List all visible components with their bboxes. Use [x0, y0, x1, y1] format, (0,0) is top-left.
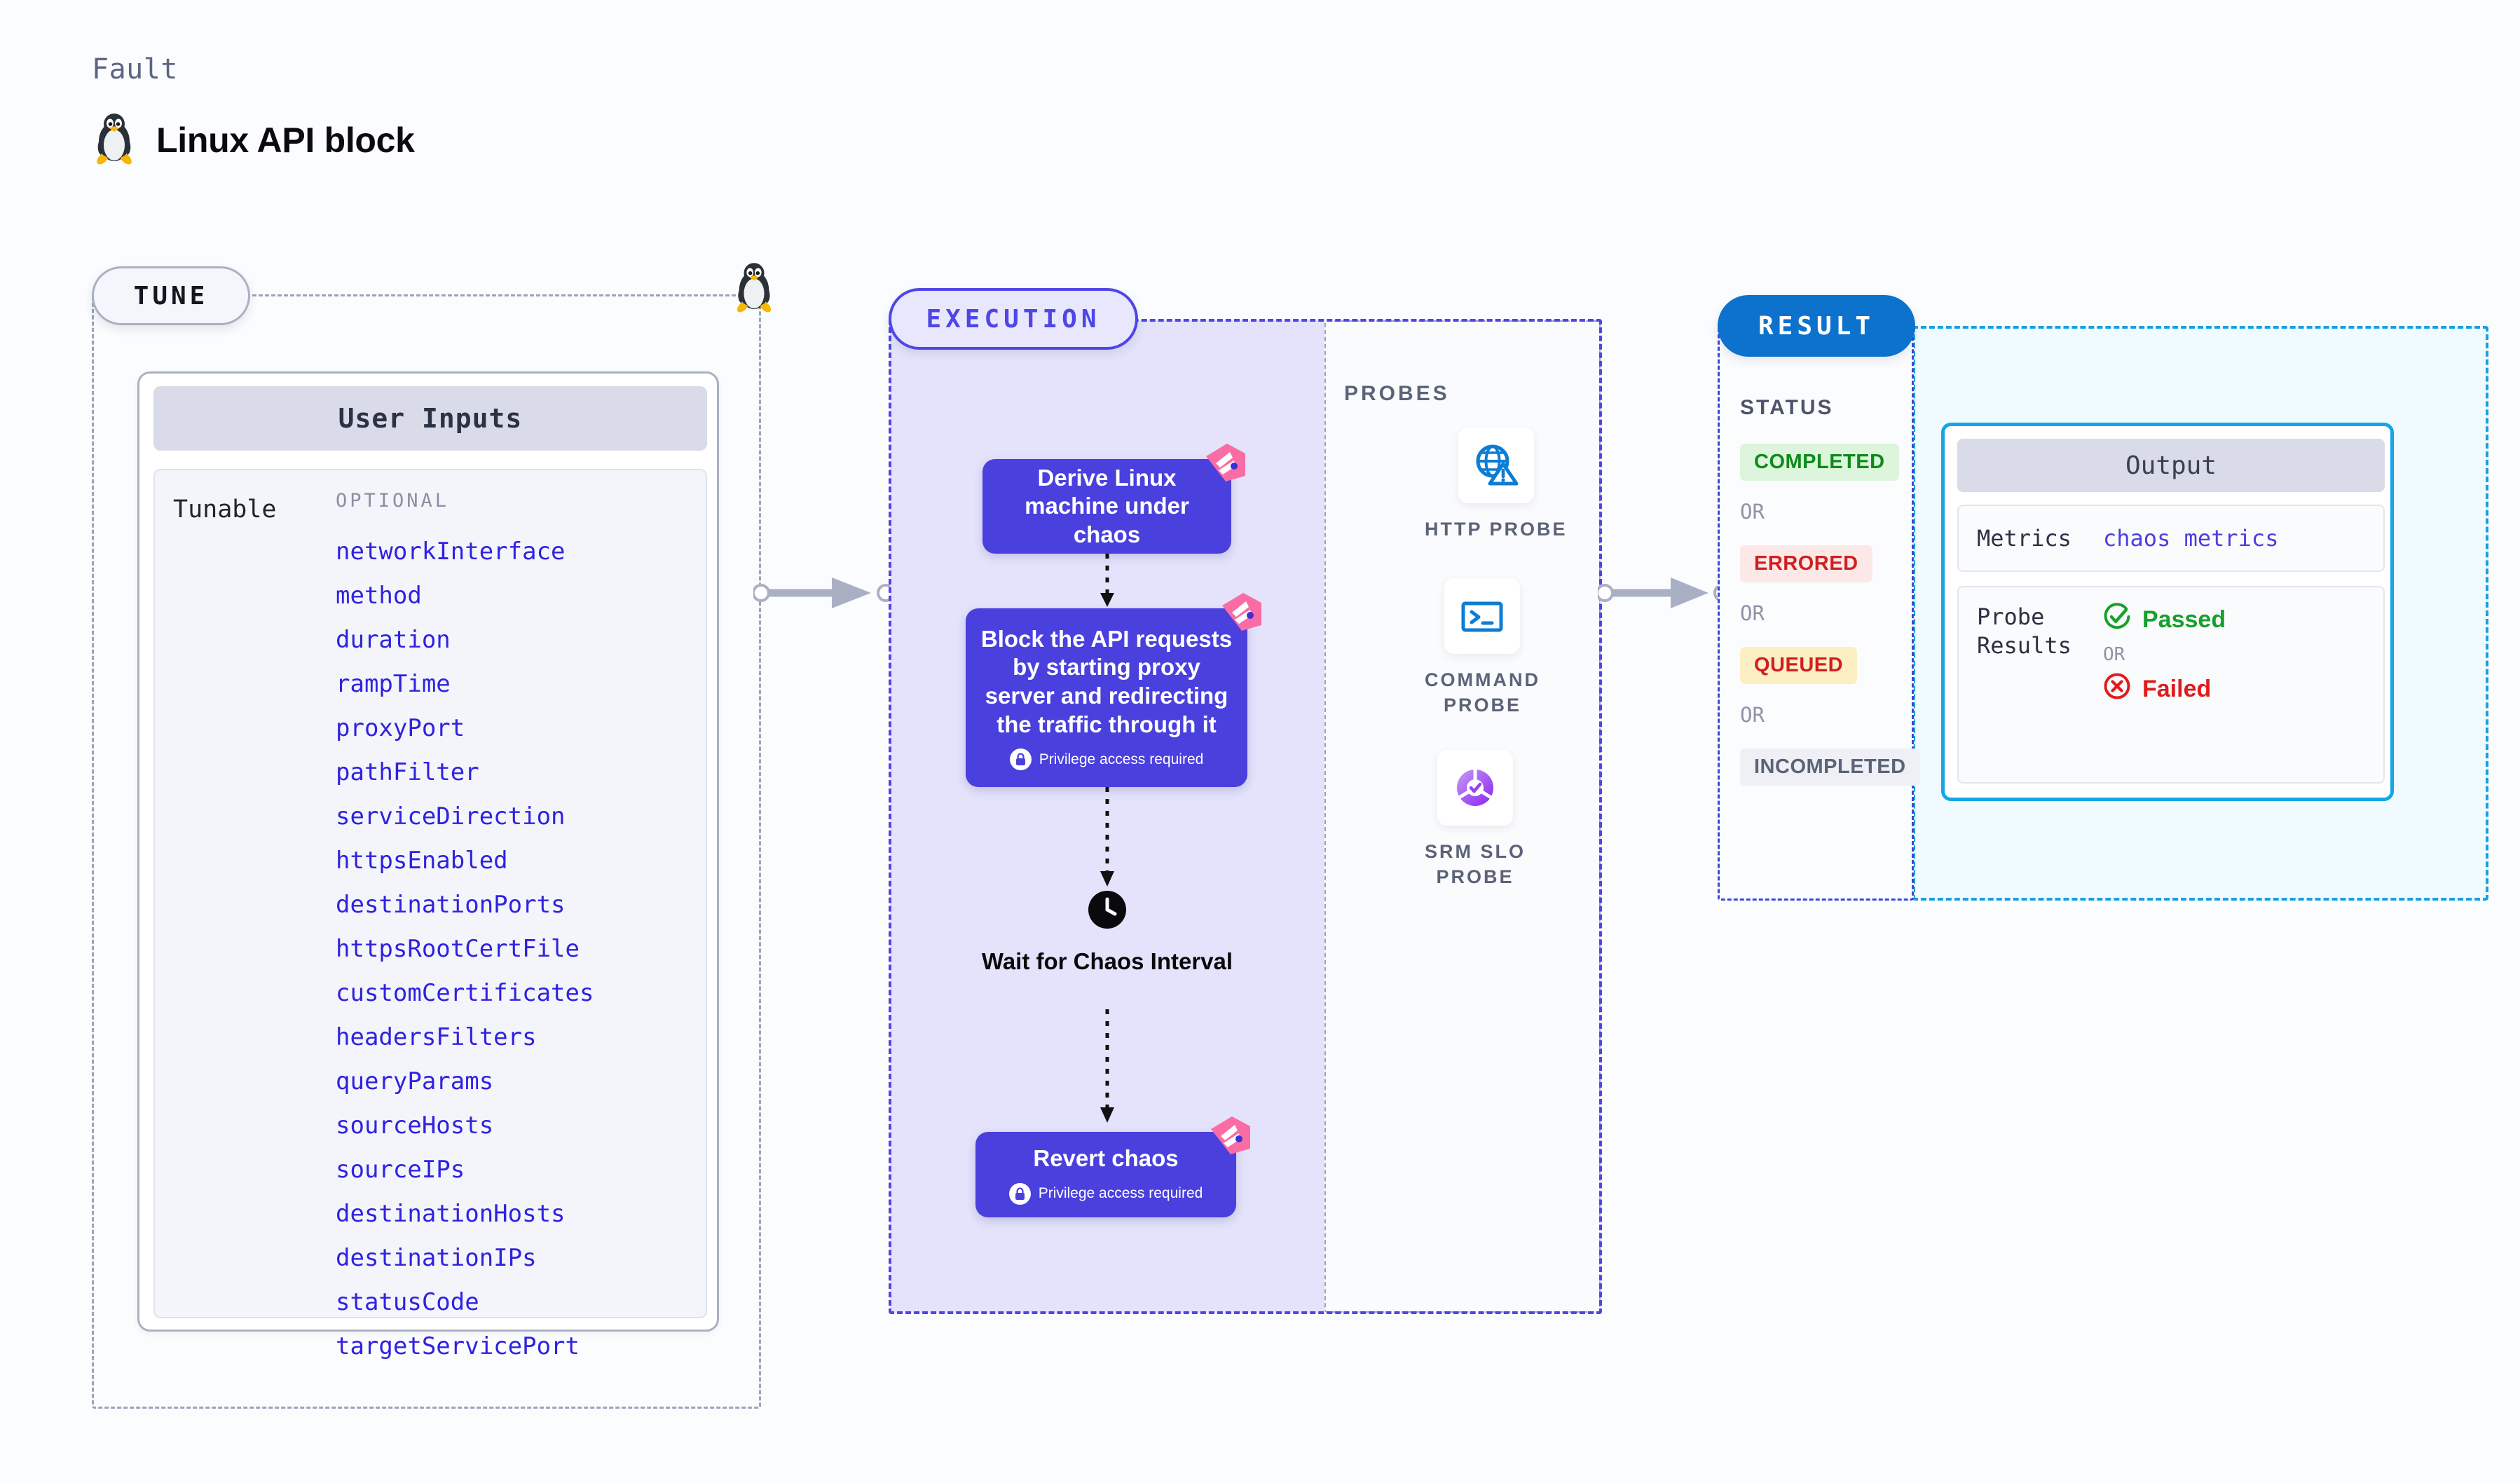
tunable-param[interactable]: proxyPort — [336, 714, 465, 742]
probe-caption: HTTP PROBE — [1425, 519, 1568, 540]
harness-ribbon-icon — [1222, 593, 1261, 631]
tunable-param[interactable]: headersFilters — [336, 1023, 537, 1051]
output-metrics-key: Metrics — [1977, 524, 2072, 552]
status-badge-incompleted: INCOMPLETED — [1740, 749, 1920, 786]
probes-title: PROBES — [1344, 382, 1450, 405]
tunable-param[interactable]: sourceHosts — [336, 1112, 494, 1140]
tunable-param[interactable]: duration — [336, 626, 451, 654]
linux-penguin-icon — [92, 114, 137, 167]
status-or-2: OR — [1740, 601, 1765, 625]
tunable-section: Tunable OPTIONAL networkInterface method d… — [153, 469, 707, 1360]
probe-failed-label: Failed — [2142, 676, 2212, 702]
probe-passed-label: Passed — [2142, 606, 2226, 633]
status-or-3: OR — [1740, 703, 1765, 727]
lock-icon — [1008, 1182, 1031, 1205]
harness-ribbon-icon — [1206, 444, 1245, 481]
x-circle-icon — [2103, 672, 2131, 706]
probe-tile-command[interactable]: COMMAND PROBE — [1425, 578, 1540, 718]
page-title-row: Linux API block — [92, 114, 415, 167]
probe-caption: COMMAND PROBE — [1425, 669, 1540, 716]
optional-label: OPTIONAL — [336, 490, 450, 512]
tunable-param[interactable]: statusCode — [336, 1288, 479, 1316]
tunable-param[interactable]: httpsEnabled — [336, 847, 508, 875]
user-inputs-card: User Inputs Tunable OPTIONAL networkInte… — [137, 371, 719, 1360]
linux-penguin-marker-icon — [732, 263, 776, 318]
output-row-probe-results: Probe Results Passed OR — [1957, 586, 2385, 784]
probe-caption: SRM SLO PROBE — [1425, 841, 1526, 887]
fault-kicker: Fault — [92, 53, 178, 86]
output-title: Output — [1957, 439, 2385, 492]
flow-connector-3 — [890, 1009, 1324, 1125]
tunable-param[interactable]: customCertificates — [336, 979, 594, 1007]
tunable-param[interactable]: queryParams — [336, 1067, 494, 1095]
execution-stage-badge[interactable]: EXECUTION — [889, 288, 1138, 350]
execution-flow: Derive Linux machine under chaos Block t… — [890, 319, 1324, 1314]
tune-stage-badge[interactable]: TUNE — [92, 266, 250, 325]
output-row-metrics: Metrics chaos metrics — [1957, 505, 2385, 572]
tune-panel: TUNE User Inputs Tunable OPTIONAL networ… — [92, 266, 761, 1409]
lock-icon — [1009, 749, 1032, 771]
tunable-params-list: OPTIONAL networkInterface method duration r… — [336, 470, 706, 1360]
execution-node-label: Derive Linux machine under chaos — [1025, 464, 1189, 547]
privilege-note: Privilege access required — [1008, 1182, 1203, 1205]
user-inputs-title: User Inputs — [153, 386, 707, 451]
tunable-param[interactable]: networkInterface — [336, 538, 566, 566]
execution-node-revert-chaos[interactable]: Revert chaos Privilege access required — [975, 1116, 1250, 1217]
probe-or-label: OR — [2103, 644, 2125, 665]
result-status-boundary — [1718, 326, 1914, 901]
execution-node-derive-machine[interactable]: Derive Linux machine under chaos — [982, 444, 1245, 554]
probe-tile-http[interactable]: HTTP PROBE — [1425, 428, 1568, 542]
tunable-param[interactable]: sourceIPs — [336, 1156, 465, 1184]
page-title: Linux API block — [156, 121, 415, 160]
privilege-label: Privilege access required — [1038, 1185, 1203, 1202]
tunable-label: Tunable — [173, 496, 277, 524]
privilege-label: Privilege access required — [1039, 751, 1204, 767]
tunable-param[interactable]: httpsRootCertFile — [336, 935, 580, 963]
terminal-icon — [1444, 578, 1521, 654]
execution-panel: EXECUTION PROBES Derive Linux machine un… — [889, 288, 1602, 1314]
slo-donut-check-icon — [1437, 750, 1513, 826]
flow-connector-1 — [890, 554, 1324, 608]
tunable-param[interactable]: targetServicePort — [336, 1332, 580, 1360]
output-metrics-value: chaos metrics — [2103, 525, 2279, 552]
privilege-note: Privilege access required — [1009, 749, 1204, 771]
probe-tile-srm-slo[interactable]: SRM SLO PROBE — [1425, 750, 1526, 889]
clock-icon — [1088, 890, 1127, 936]
output-probe-key: Probe Results — [1977, 603, 2072, 659]
connector-execution-to-result — [1596, 573, 1732, 616]
execution-node-label: Block the API requests by starting proxy… — [980, 625, 1233, 737]
tunable-param[interactable]: destinationIPs — [336, 1244, 537, 1272]
execution-node-wait-interval[interactable]: Wait for Chaos Interval — [967, 890, 1247, 976]
check-circle-icon — [2103, 603, 2131, 637]
tunable-param[interactable]: rampTime — [336, 670, 451, 698]
probe-results-values: Passed OR Failed — [2103, 603, 2226, 706]
status-badge-queued: QUEUED — [1740, 647, 1858, 684]
result-stage-badge[interactable]: RESULT — [1718, 295, 1915, 357]
tunable-param[interactable]: pathFilter — [336, 758, 479, 786]
execution-node-block-api[interactable]: Block the API requests by starting proxy… — [966, 593, 1261, 787]
tunable-param[interactable]: serviceDirection — [336, 802, 566, 831]
connector-tune-to-execution — [752, 573, 895, 616]
tunable-param[interactable]: method — [336, 582, 422, 610]
tunable-param[interactable]: destinationPorts — [336, 891, 566, 919]
probe-result-failed: Failed — [2103, 672, 2226, 706]
status-badge-completed: COMPLETED — [1740, 444, 1899, 481]
probe-result-passed: Passed — [2103, 603, 2226, 637]
status-title: STATUS — [1740, 396, 1834, 419]
status-or-1: OR — [1740, 500, 1765, 524]
execution-panel-boundary — [889, 319, 1602, 1314]
tune-panel-boundary — [92, 294, 761, 1409]
tunable-param[interactable]: destinationHosts — [336, 1200, 566, 1228]
output-card: Output Metrics chaos metrics Probe Resul… — [1941, 423, 2394, 801]
harness-ribbon-icon — [1211, 1116, 1250, 1154]
wait-node-label: Wait for Chaos Interval — [981, 948, 1233, 974]
status-badge-errored: ERRORED — [1740, 545, 1872, 582]
globe-warning-icon — [1458, 428, 1534, 503]
execution-node-label: Revert chaos — [1033, 1145, 1179, 1172]
flow-connector-2 — [890, 787, 1324, 889]
